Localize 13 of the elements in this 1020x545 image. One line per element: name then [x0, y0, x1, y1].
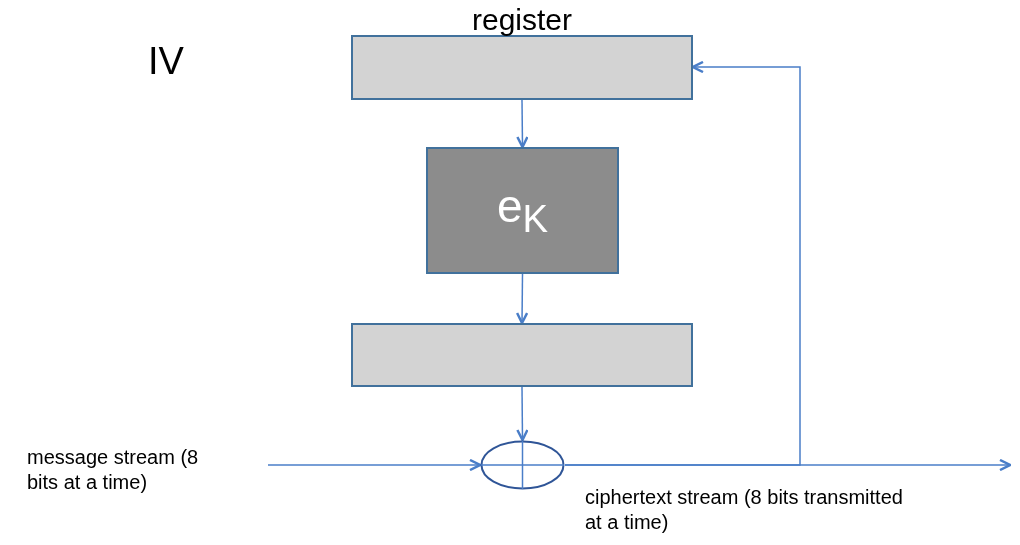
xor-ellipse: [480, 440, 565, 490]
arrow: [267, 458, 482, 472]
arrow: [564, 60, 801, 466]
function-label: e$_{K}$: [496, 179, 549, 242]
input-label: message stream (8 bits at a time): [27, 445, 200, 495]
encryption-box: [426, 147, 619, 274]
output-label: ciphertext stream (8 bits transmitted at a time): [585, 485, 904, 535]
iv-label: IV: [148, 39, 185, 84]
output-box: [351, 323, 693, 387]
box-heading: register: [472, 5, 572, 35]
arrow: [516, 386, 529, 442]
arrow: [515, 273, 529, 325]
arrow: [516, 99, 529, 149]
